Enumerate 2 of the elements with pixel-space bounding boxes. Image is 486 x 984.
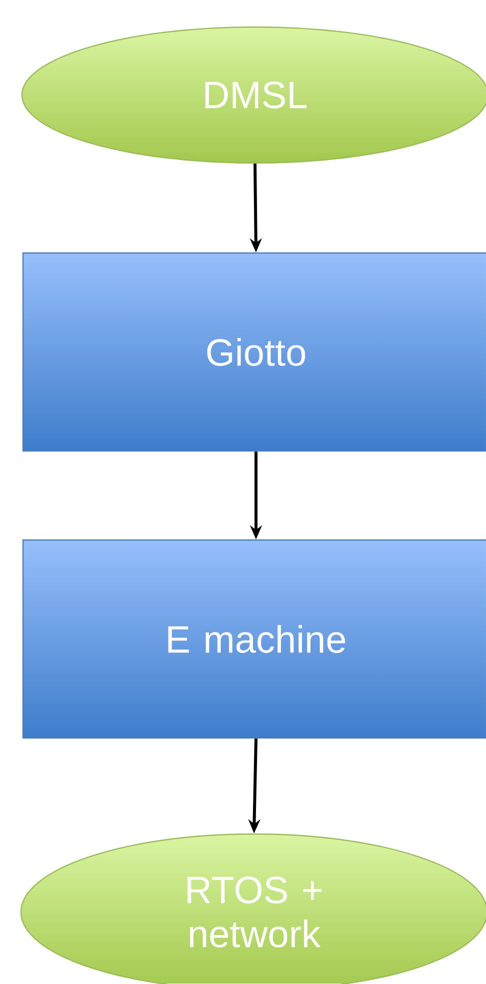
process-box: Giotto [22, 252, 486, 452]
process-box: E machine [22, 539, 486, 739]
